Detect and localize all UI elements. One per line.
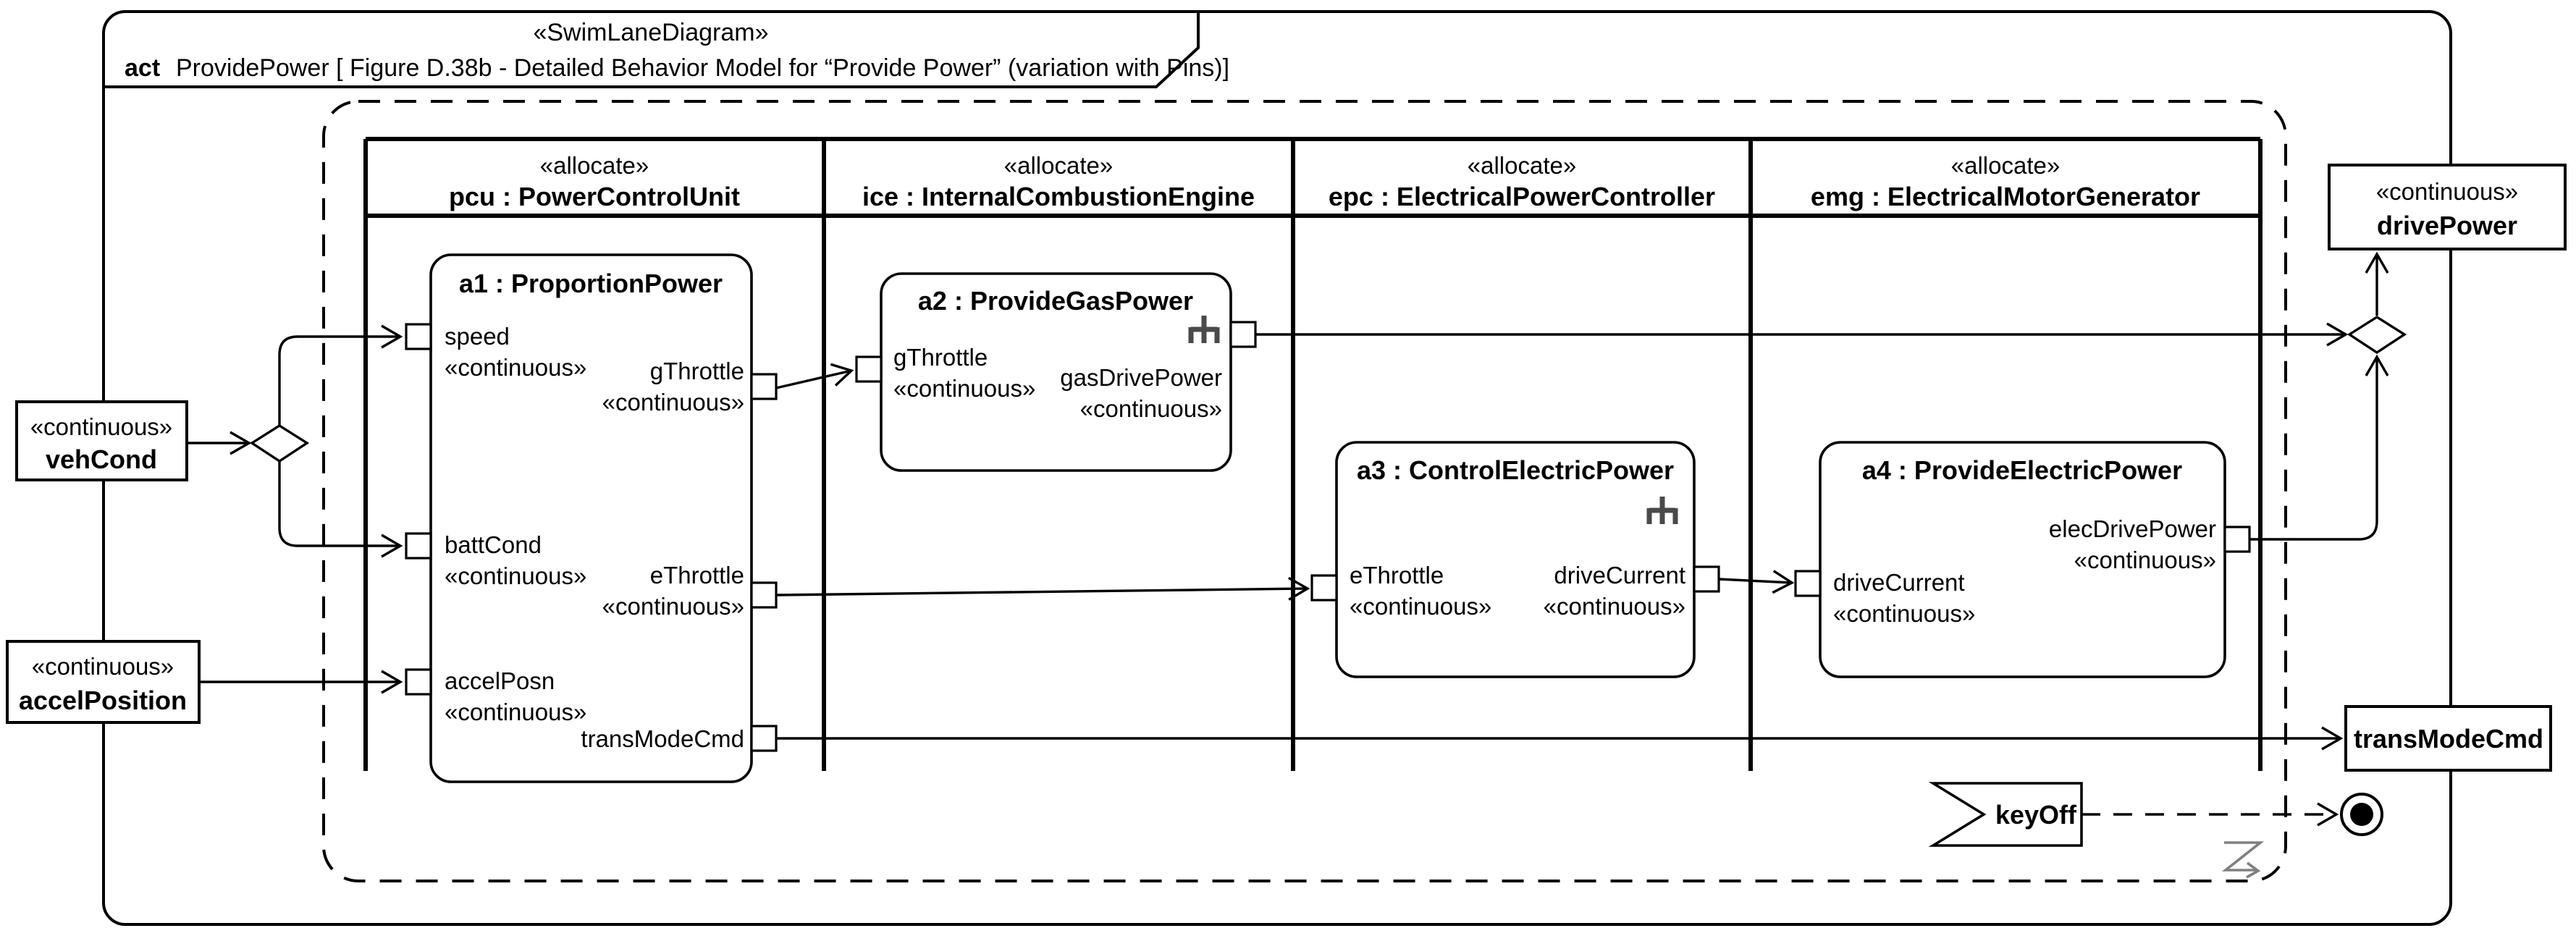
object-vehcond-name: vehCond (46, 444, 157, 474)
pin-stereo-drivecurrent-a4: «continuous» (1833, 600, 1975, 627)
pin-a3-drivecurrent-out (1693, 565, 1720, 593)
lane-emg-stereotype: «allocate» (1951, 152, 2060, 179)
pin-stereo-speed: «continuous» (445, 354, 586, 381)
lane-ice-stereotype: «allocate» (1004, 152, 1113, 179)
lane-epc-stereotype: «allocate» (1468, 152, 1576, 179)
interruptible-region (322, 100, 2287, 882)
object-flows (187, 251, 2389, 827)
frame-keyword: act (125, 54, 160, 82)
action-a3-title: a3 : ControlElectricPower (1357, 455, 1674, 485)
object-node-vehcond: «continuous» vehCond (15, 400, 188, 481)
frame-stereotype: «SwimLaneDiagram» (533, 19, 768, 46)
pin-label-speed: speed (445, 323, 510, 350)
flow-merge-to-speed (278, 324, 403, 426)
keyoff-label: keyOff (1995, 800, 2077, 830)
swimlane-grid (363, 137, 2263, 771)
action-a4-provideelectricpower: a4 : ProvideElectricPower driveCurrent «… (1794, 441, 2251, 678)
object-node-drivepower: «continuous» drivePower (2328, 164, 2567, 250)
merge-node-left (249, 423, 310, 463)
object-accelposition-name: accelPosition (19, 686, 187, 715)
pin-stereo-gthrottle-a2: «continuous» (893, 375, 1035, 402)
activity-final-node (2340, 793, 2383, 836)
pin-label-gasdrivepower: gasDrivePower (1060, 364, 1222, 391)
pin-a1-gthrottle-out (750, 373, 778, 400)
action-a4-title: a4 : ProvideElectricPower (1862, 455, 2182, 485)
flow-drivecurrent (1718, 570, 1795, 594)
frame-heading-tab (104, 13, 1200, 88)
lane-emg-name: emg : ElectricalMotorGenerator (1811, 182, 2200, 211)
pin-label-ethrottle-a1: eThrottle (650, 562, 744, 589)
action-a3-controlelectricpower: a3 : ControlElectricPower eThrottle «con… (1310, 441, 1720, 678)
pin-a2-gthrottle-in (855, 355, 883, 383)
pin-stereo-accelposn: «continuous» (445, 699, 586, 725)
lane-ice-name: ice : InternalCombustionEngine (862, 182, 1255, 211)
pin-a1-transmodecmd-out (750, 725, 778, 752)
pin-stereo-battcond: «continuous» (445, 562, 586, 589)
action-a2-providegaspower: a2 : ProvideGasPower gThrottle «continuo… (855, 272, 1257, 472)
pin-a1-speed-in (405, 323, 432, 350)
pin-stereo-elecdrivepower: «continuous» (2074, 547, 2216, 573)
pin-label-ethrottle-a3: eThrottle (1350, 562, 1444, 589)
pin-a3-ethrottle-in (1310, 574, 1338, 602)
pin-stereo-gasdrivepower: «continuous» (1080, 395, 1222, 422)
object-node-transmodecmd: transModeCmd (2344, 705, 2552, 772)
object-accelposition-stereotype: «continuous» (32, 653, 174, 680)
pin-stereo-ethrottle-a1: «continuous» (602, 593, 744, 620)
pin-stereo-gthrottle-a1: «continuous» (602, 389, 744, 416)
flow-gthrottle (775, 363, 854, 389)
object-drivepower-stereotype: «continuous» (2376, 178, 2518, 205)
merge-node-right (2346, 315, 2407, 355)
flow-elecdrivepower (2249, 354, 2389, 541)
lane-epc-name: epc : ElectricalPowerController (1329, 182, 1715, 211)
lane-pcu-name: pcu : PowerControlUnit (449, 182, 740, 211)
object-vehcond-stereotype: «continuous» (30, 413, 172, 440)
object-drivepower-name: drivePower (2377, 211, 2517, 240)
pin-label-gthrottle-a1: gThrottle (650, 358, 744, 384)
pin-a1-ethrottle-out (750, 581, 778, 609)
flow-merge-to-battcond (278, 461, 403, 558)
pin-a1-accelposn-in (405, 668, 432, 696)
pin-stereo-drivecurrent-a3: «continuous» (1544, 593, 1685, 620)
action-a2-title: a2 : ProvideGasPower (918, 286, 1193, 316)
flow-ethrottle (775, 576, 1310, 601)
rake-icon (1646, 497, 1678, 524)
pin-a4-drivecurrent-in (1794, 570, 1822, 597)
frame-title: ProvidePower [ Figure D.38b - Detailed B… (176, 54, 1229, 82)
accept-event-flag (1928, 782, 2083, 847)
pin-a1-battcond-in (405, 532, 432, 560)
action-a1-title: a1 : ProportionPower (459, 269, 723, 298)
pin-a4-elecdrivepower-out (2223, 526, 2251, 553)
accept-event-keyoff: keyOff (1928, 782, 2083, 847)
pin-label-elecdrivepower: elecDrivePower (2049, 515, 2216, 542)
lane-headers: «allocate» pcu : PowerControlUnit «alloc… (449, 152, 2200, 211)
pin-label-drivecurrent-a3: driveCurrent (1554, 562, 1685, 589)
rake-icon (1188, 316, 1220, 343)
pin-stereo-ethrottle-a3: «continuous» (1350, 593, 1491, 620)
pin-label-accelposn: accelPosn (445, 667, 555, 694)
pin-a2-gasdrivepower-out (1229, 321, 1257, 348)
pin-label-gthrottle-a2: gThrottle (893, 344, 988, 371)
lane-pcu-stereotype: «allocate» (540, 152, 649, 179)
object-transmodecmd-name: transModeCmd (2354, 724, 2543, 754)
pin-label-drivecurrent-a4: driveCurrent (1833, 569, 1965, 596)
action-a1-proportionpower: a1 : ProportionPower speed «continuous» … (405, 253, 778, 783)
pin-label-transmodecmd-a1: transModeCmd (581, 725, 744, 752)
pin-label-battcond: battCond (445, 531, 542, 558)
object-node-accelposition: «continuous» accelPosition (6, 640, 201, 724)
interrupting-edge-icon (2221, 841, 2265, 879)
